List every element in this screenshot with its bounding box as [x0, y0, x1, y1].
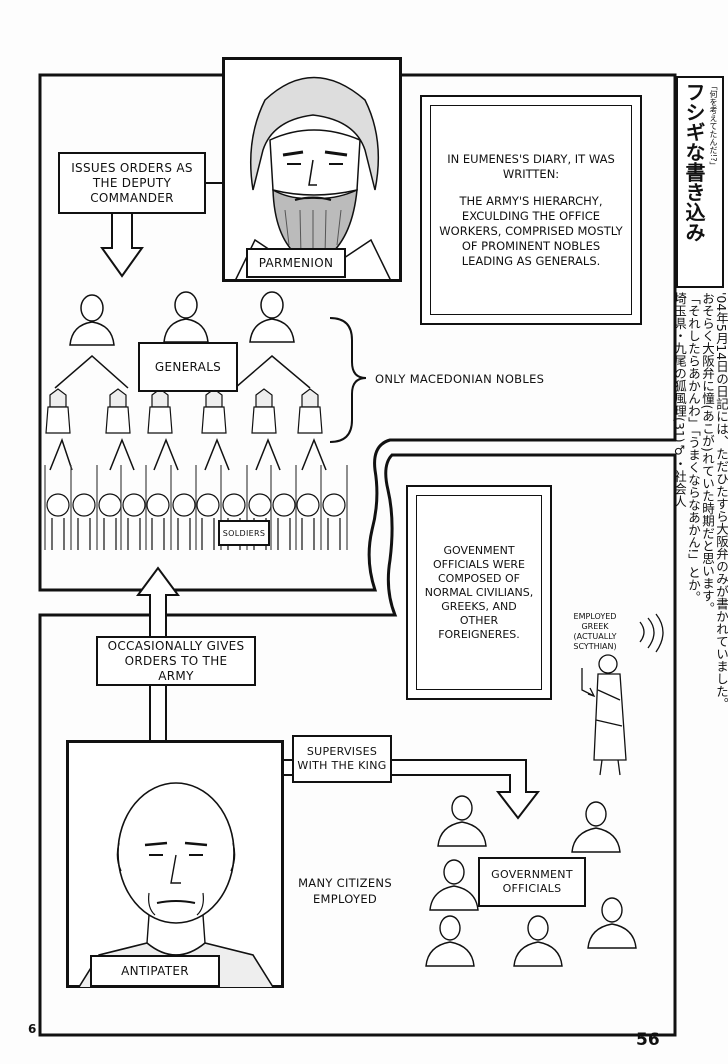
parmenion-label: PARMENION — [246, 248, 346, 278]
sidebar-header-small: 「何を考えてたんだ!?」 — [709, 82, 718, 170]
nobles-note: ONLY MACEDONIAN NOBLES — [375, 372, 545, 386]
officials-note: GOVENMENT OFFICIALS WERE COMPOSED OF NOR… — [406, 485, 552, 700]
sidebar-text: '04年5月14日の日記には、ただひたすら大阪弁のみが書かれていました。 おそら… — [672, 292, 728, 1052]
diary-body: THE ARMY'S HIERARCHY, EXCULDING THE OFFI… — [439, 193, 623, 268]
sidebar-column-2: おそらく大阪弁に憧(あこが)れていた時期だと思います。 — [700, 292, 715, 615]
parmenion-face-drawing — [234, 76, 392, 282]
diary-intro: IN EUMENES'S DIARY, IT WAS WRITTEN: — [447, 151, 615, 181]
officials-note-text: GOVENMENT OFFICIALS WERE COMPOSED OF NOR… — [424, 543, 534, 641]
supervises-label: SUPERVISES WITH THE KING — [292, 735, 392, 783]
government-officials-label: GOVERNMENT OFFICIALS — [478, 857, 586, 907]
page-number: 56 — [636, 1030, 660, 1050]
generals-label: GENERALS — [138, 342, 238, 392]
volume-number: 6 — [28, 1022, 37, 1036]
deputy-orders-label: ISSUES ORDERS AS THE DEPUTY COMMANDER — [58, 152, 206, 214]
sidebar-column-3: 「それしたらあかんわ」「うまくならなあかん!」とか。 — [686, 292, 701, 604]
parmenion-portrait — [222, 57, 402, 282]
sidebar-column-4: 埼玉県・九尾の狐風理(31)♂・社会人 — [672, 292, 687, 508]
sidebar-column-1: '04年5月14日の日記には、ただひたすら大阪弁のみが書かれていました。 — [714, 292, 728, 711]
occasional-orders-label: OCCASIONALLY GIVES ORDERS TO THE ARMY — [96, 636, 256, 686]
citizens-note: MANY CITIZENS EMPLOYED — [298, 876, 392, 906]
employed-greek-note: EMPLOYED GREEK (ACTUALLY SCYTHIAN) — [573, 612, 617, 651]
sidebar-header-title: フシギな書き込み — [682, 82, 706, 242]
antipater-portrait — [66, 740, 284, 988]
antipater-label: ANTIPATER — [90, 955, 220, 987]
sidebar-header: 「何を考えてたんだ!?」 フシギな書き込み — [676, 76, 724, 288]
soldiers-label: SOLDIERS — [218, 520, 270, 546]
diary-note: IN EUMENES'S DIARY, IT WAS WRITTEN: THE … — [420, 95, 642, 325]
